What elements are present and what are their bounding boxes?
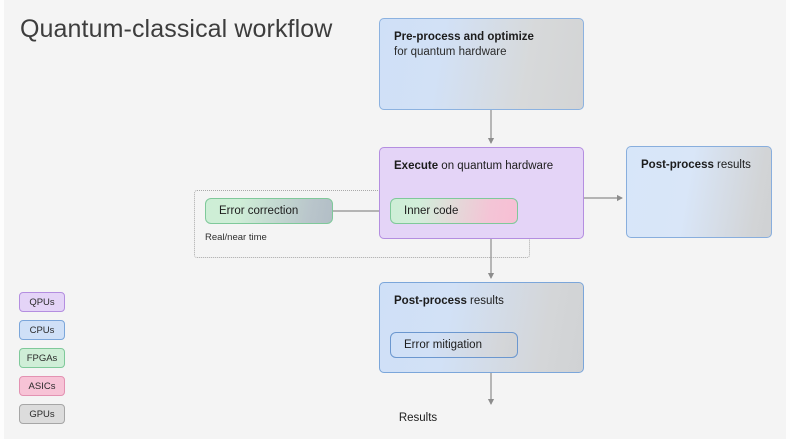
node-postprocess-bottom-title: Post-process results — [394, 294, 504, 309]
pill-error-correction[interactable]: Error correction — [205, 198, 333, 224]
node-preprocess[interactable]: Pre-process and optimize for quantum har… — [379, 18, 584, 110]
node-execute[interactable]: Execute on quantum hardware — [379, 147, 584, 239]
results-label-text: Results — [398, 412, 438, 424]
node-preprocess-subtitle: for quantum hardware — [394, 46, 507, 58]
pill-error-mitigation[interactable]: Error mitigation — [390, 332, 518, 358]
legend: QPUs CPUs FPGAs ASICs GPUs — [19, 292, 65, 432]
node-postprocess-right-title-bold: Post-process — [641, 159, 714, 171]
legend-item-cpus[interactable]: CPUs — [19, 320, 65, 340]
realtime-group-label: Real/near time — [205, 232, 267, 243]
page-title: Quantum-classical workflow — [20, 15, 333, 43]
pill-inner-code[interactable]: Inner code — [390, 198, 518, 224]
node-postprocess-right[interactable]: Post-process results — [626, 146, 772, 238]
node-execute-title: Execute on quantum hardware — [394, 159, 553, 174]
legend-item-gpus[interactable]: GPUs — [19, 404, 65, 424]
node-execute-title-rest: on quantum hardware — [438, 160, 554, 172]
node-preprocess-title: Pre-process and optimize — [394, 30, 534, 45]
node-postprocess-right-title-rest: results — [713, 159, 751, 171]
node-execute-title-bold: Execute — [394, 160, 439, 172]
node-postprocess-bottom-title-bold: Post-process — [394, 295, 467, 307]
legend-item-fpgas[interactable]: FPGAs — [19, 348, 65, 368]
legend-item-qpus[interactable]: QPUs — [19, 292, 65, 312]
node-postprocess-right-title: Post-process results — [641, 158, 751, 173]
legend-item-asics[interactable]: ASICs — [19, 376, 65, 396]
node-postprocess-bottom[interactable]: Post-process results — [379, 282, 584, 373]
node-preprocess-title-bold: Pre-process and optimize — [394, 31, 534, 43]
results-label: Results — [4, 412, 790, 424]
node-postprocess-bottom-title-rest: results — [466, 295, 504, 307]
